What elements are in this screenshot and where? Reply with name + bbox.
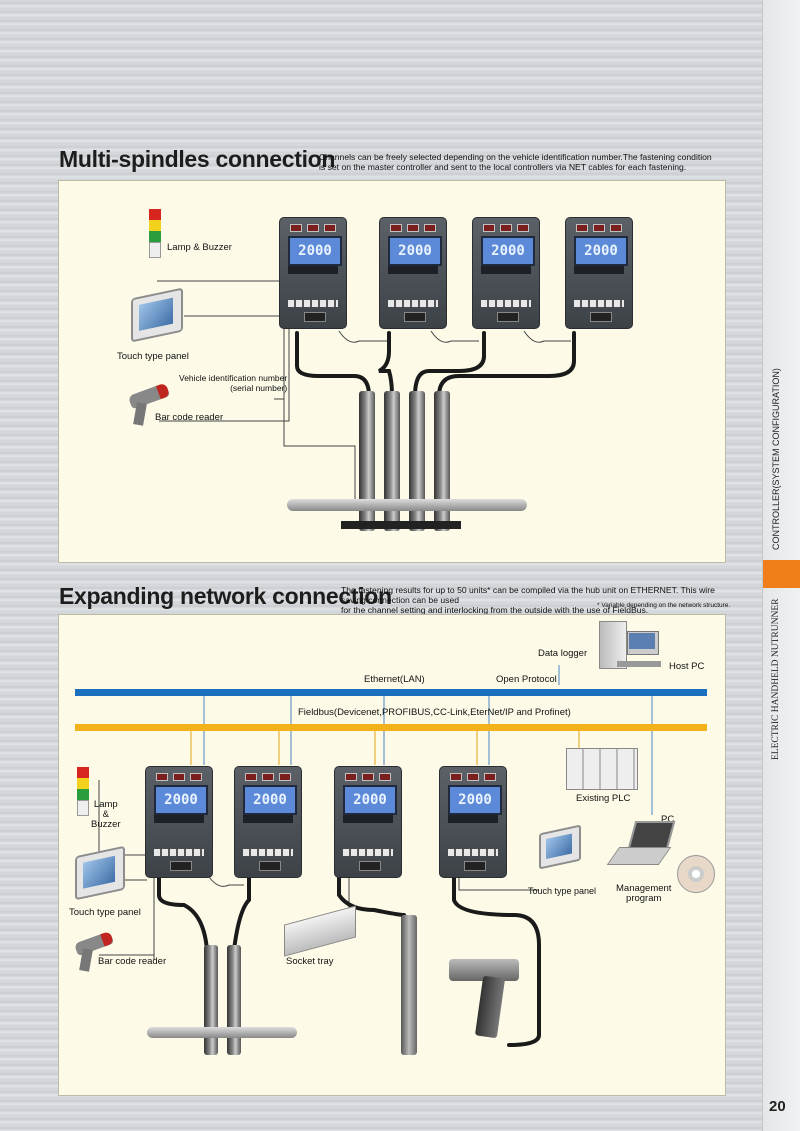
lamp-buzzer-label: Lamp & Buzzer: [167, 242, 232, 253]
controller-c-display: 2000: [343, 785, 397, 815]
spindle-tool-5: [204, 945, 218, 1055]
touch-panel-label: Touch type panel: [117, 351, 189, 362]
controller-b-display: 2000: [243, 785, 297, 815]
controller-1-display: 2000: [288, 236, 342, 266]
network-wiring: [98, 665, 653, 1047]
existing-plc-label: Existing PLC: [576, 793, 631, 804]
pc-label: PC: [661, 814, 675, 825]
controller-b: 2000: [234, 766, 302, 878]
management-cd-icon: [677, 855, 715, 893]
section1-desc-line1: Channels can be freely selected dependin…: [319, 152, 712, 162]
section2-footnote: * Variable depending on the network stru…: [597, 602, 731, 609]
lamp-line2: &: [102, 809, 109, 820]
section2-desc-line1: The fastening results for up to 50 units…: [341, 585, 715, 605]
controller-1: 2000: [279, 217, 347, 329]
page-number: 20: [769, 1098, 786, 1115]
angle-nutrunner-icon: [401, 915, 417, 1055]
controller-3: 2000: [472, 217, 540, 329]
controller-2: 2000: [379, 217, 447, 329]
lamp-label: Lamp & Buzzer: [91, 800, 121, 830]
controller-4: 2000: [565, 217, 633, 329]
multi-spindle-diagram-panel: Lamp & Buzzer Touch type panel Vehicle i…: [58, 180, 726, 563]
barcode-reader-2-label: Bar code reader: [98, 956, 167, 967]
spindle-mount-bar: [287, 499, 527, 511]
vin-label: Vehicle identification number (serial nu…: [179, 373, 287, 393]
section1-desc-line2: is set on the master controller and sent…: [319, 162, 687, 172]
controller-4-display: 2000: [574, 236, 628, 266]
section1-title: Multi-spindles connection: [59, 146, 336, 172]
vin-label-line1: Vehicle identification number: [179, 373, 288, 383]
spindle-mount-frame: [341, 521, 461, 529]
controller-d: 2000: [439, 766, 507, 878]
fieldbus-bus: [75, 724, 707, 731]
host-pc-label: Host PC: [669, 661, 705, 672]
ethernet-lan-bus: [75, 689, 707, 696]
controller-a: 2000: [145, 766, 213, 878]
host-pc-icon: [599, 621, 661, 679]
section2-desc-line2: for the channel setting and interlocking…: [341, 605, 649, 615]
data-logger-label: Data logger: [538, 648, 588, 659]
section1-description: Channels can be freely selected dependin…: [319, 152, 749, 172]
vin-label-line2: (serial number): [230, 383, 288, 393]
lamp-line3: Buzzer: [91, 819, 121, 830]
signal-lamp-tower-2: [77, 767, 89, 816]
management-line1: Management: [616, 883, 672, 894]
controller-c: 2000: [334, 766, 402, 878]
sidebar-subcategory: CONTROLLER(SYSTEM CONFIGURATION): [771, 368, 781, 550]
network-diagram-panel: Ethernet(LAN) Open Protocol Fieldbus(Dev…: [58, 614, 726, 1096]
controller-2-display: 2000: [388, 236, 442, 266]
socket-tray-label: Socket tray: [286, 956, 334, 967]
section2-description: The fastening results for up to 50 units…: [341, 585, 731, 615]
ethernet-label: Ethernet(LAN): [364, 674, 425, 685]
section2-title: Expanding network connection: [59, 583, 392, 609]
controller-d-display: 2000: [448, 785, 502, 815]
existing-plc-icon: [566, 748, 638, 790]
barcode-reader-label: Bar code reader: [155, 412, 224, 423]
spindle-tool-2: [384, 391, 400, 531]
signal-lamp-tower: [149, 209, 161, 258]
open-protocol-label: Open Protocol: [496, 674, 557, 685]
controller-a-display: 2000: [154, 785, 208, 815]
spindle-tool-3: [409, 391, 425, 531]
sidebar: CONTROLLER(SYSTEM CONFIGURATION) ELECTRI…: [762, 0, 800, 1131]
lamp-line1: Lamp: [93, 799, 118, 810]
management-program-label: Management program: [616, 884, 671, 904]
spindle-tool-4: [434, 391, 450, 531]
laptop-icon: [606, 821, 676, 865]
sidebar-accent-block: [763, 560, 800, 588]
multi-spindle-wiring: [157, 280, 576, 511]
spindle-tool-1: [359, 391, 375, 531]
sidebar-category: ELECTRIC HANDHELD NUTRUNNER: [771, 598, 781, 761]
fieldbus-label: Fieldbus(Devicenet,PROFIBUS,CC-Link,Eter…: [298, 707, 571, 718]
spindle-tool-6: [227, 945, 241, 1055]
controller-3-display: 2000: [481, 236, 535, 266]
pistol-nutrunner-icon: [449, 959, 519, 981]
management-line2: program: [626, 893, 662, 904]
touch-panel-right-label: Touch type panel: [528, 886, 597, 896]
spindle-mount-bar-2: [147, 1027, 297, 1038]
touch-panel-left-label: Touch type panel: [69, 907, 141, 918]
